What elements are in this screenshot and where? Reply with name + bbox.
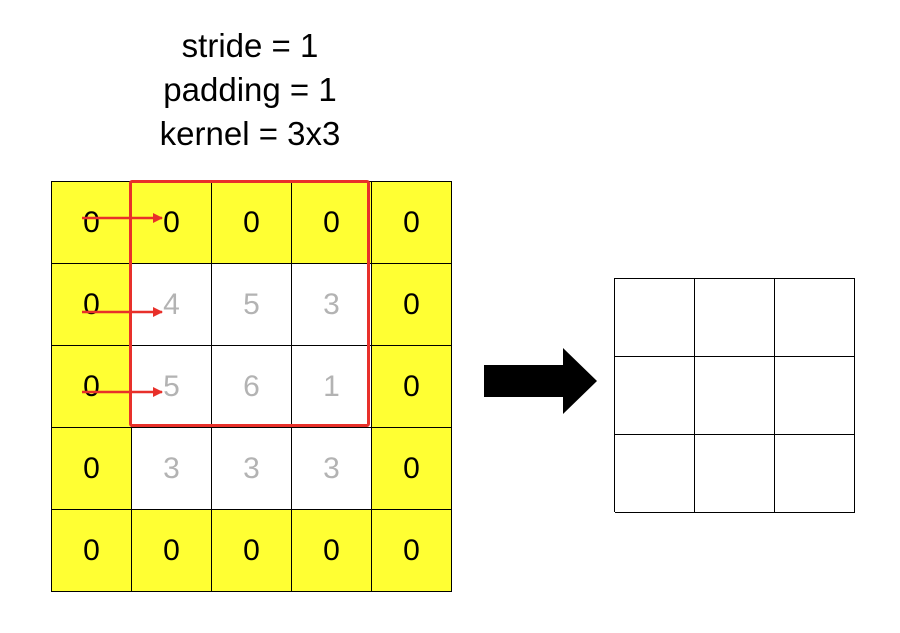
padding-label: padding = 1 bbox=[163, 71, 337, 108]
padding-cell: 0 bbox=[212, 182, 292, 264]
output-cell bbox=[615, 357, 695, 435]
padding-cell: 0 bbox=[292, 510, 372, 592]
kernel-label: kernel = 3x3 bbox=[159, 115, 341, 152]
output-cell bbox=[775, 279, 855, 357]
input-cell: 3 bbox=[212, 428, 292, 510]
output-cell bbox=[695, 435, 775, 513]
padding-cell: 0 bbox=[292, 182, 372, 264]
padding-cell: 0 bbox=[132, 182, 212, 264]
padding-cell: 0 bbox=[372, 182, 452, 264]
input-cell: 6 bbox=[212, 346, 292, 428]
padding-cell: 0 bbox=[372, 346, 452, 428]
padding-cell: 0 bbox=[372, 264, 452, 346]
input-cell: 5 bbox=[212, 264, 292, 346]
input-cell: 3 bbox=[292, 264, 372, 346]
output-cell bbox=[615, 279, 695, 357]
padding-cell: 0 bbox=[52, 428, 132, 510]
right-arrow-icon bbox=[484, 348, 597, 414]
output-cell bbox=[615, 435, 695, 513]
padding-cell: 0 bbox=[132, 510, 212, 592]
padding-cell: 0 bbox=[52, 510, 132, 592]
padding-cell: 0 bbox=[372, 428, 452, 510]
input-cell: 1 bbox=[292, 346, 372, 428]
output-cell bbox=[775, 357, 855, 435]
output-cell bbox=[775, 435, 855, 513]
padding-cell: 0 bbox=[212, 510, 292, 592]
input-cell: 3 bbox=[292, 428, 372, 510]
output-grid bbox=[614, 278, 855, 513]
output-cell bbox=[695, 357, 775, 435]
padding-cell: 0 bbox=[52, 182, 132, 264]
input-cell: 4 bbox=[132, 264, 212, 346]
padding-cell: 0 bbox=[52, 264, 132, 346]
padding-cell: 0 bbox=[372, 510, 452, 592]
stride-label: stride = 1 bbox=[181, 27, 319, 64]
output-cell bbox=[695, 279, 775, 357]
padding-cell: 0 bbox=[52, 346, 132, 428]
input-cell: 3 bbox=[132, 428, 212, 510]
input-cell: 5 bbox=[132, 346, 212, 428]
diagram-title: stride = 1 padding = 1 kernel = 3x3 bbox=[100, 24, 400, 156]
